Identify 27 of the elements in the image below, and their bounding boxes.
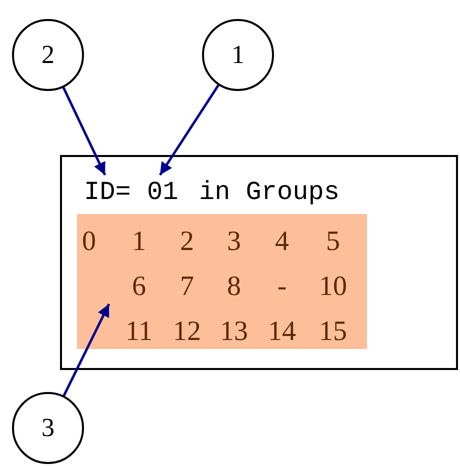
grid-number: 11 <box>126 316 152 348</box>
grid-number: 12 <box>173 316 201 348</box>
grid-number: 8 <box>227 271 241 303</box>
grid-number: - <box>277 271 287 303</box>
arrow <box>158 84 220 176</box>
grid-number: 2 <box>180 226 194 258</box>
grid-number: 15 <box>319 316 347 348</box>
grid-number: 6 <box>132 271 146 303</box>
callout-circle: 2 <box>12 19 84 91</box>
arrow <box>62 303 110 396</box>
grid-number: 1 <box>132 226 146 258</box>
header-text: in Groups <box>199 177 340 207</box>
grid-number: 14 <box>268 316 296 348</box>
id-value: 01 <box>147 177 181 207</box>
grid-number: 4 <box>275 226 289 258</box>
grid-number: 3 <box>227 226 241 258</box>
display-panel <box>60 155 458 370</box>
grid-number: 13 <box>220 316 248 348</box>
field-label: ID= <box>84 177 134 207</box>
grid-number: 10 <box>319 271 347 303</box>
highlight-panel <box>77 214 367 349</box>
arrow <box>62 86 106 176</box>
grid-number: 7 <box>180 271 194 303</box>
grid-number: 5 <box>326 226 340 258</box>
callout-circle: 3 <box>12 392 84 464</box>
grid-number: 0 <box>82 226 96 258</box>
callout-circle: 1 <box>202 19 274 91</box>
